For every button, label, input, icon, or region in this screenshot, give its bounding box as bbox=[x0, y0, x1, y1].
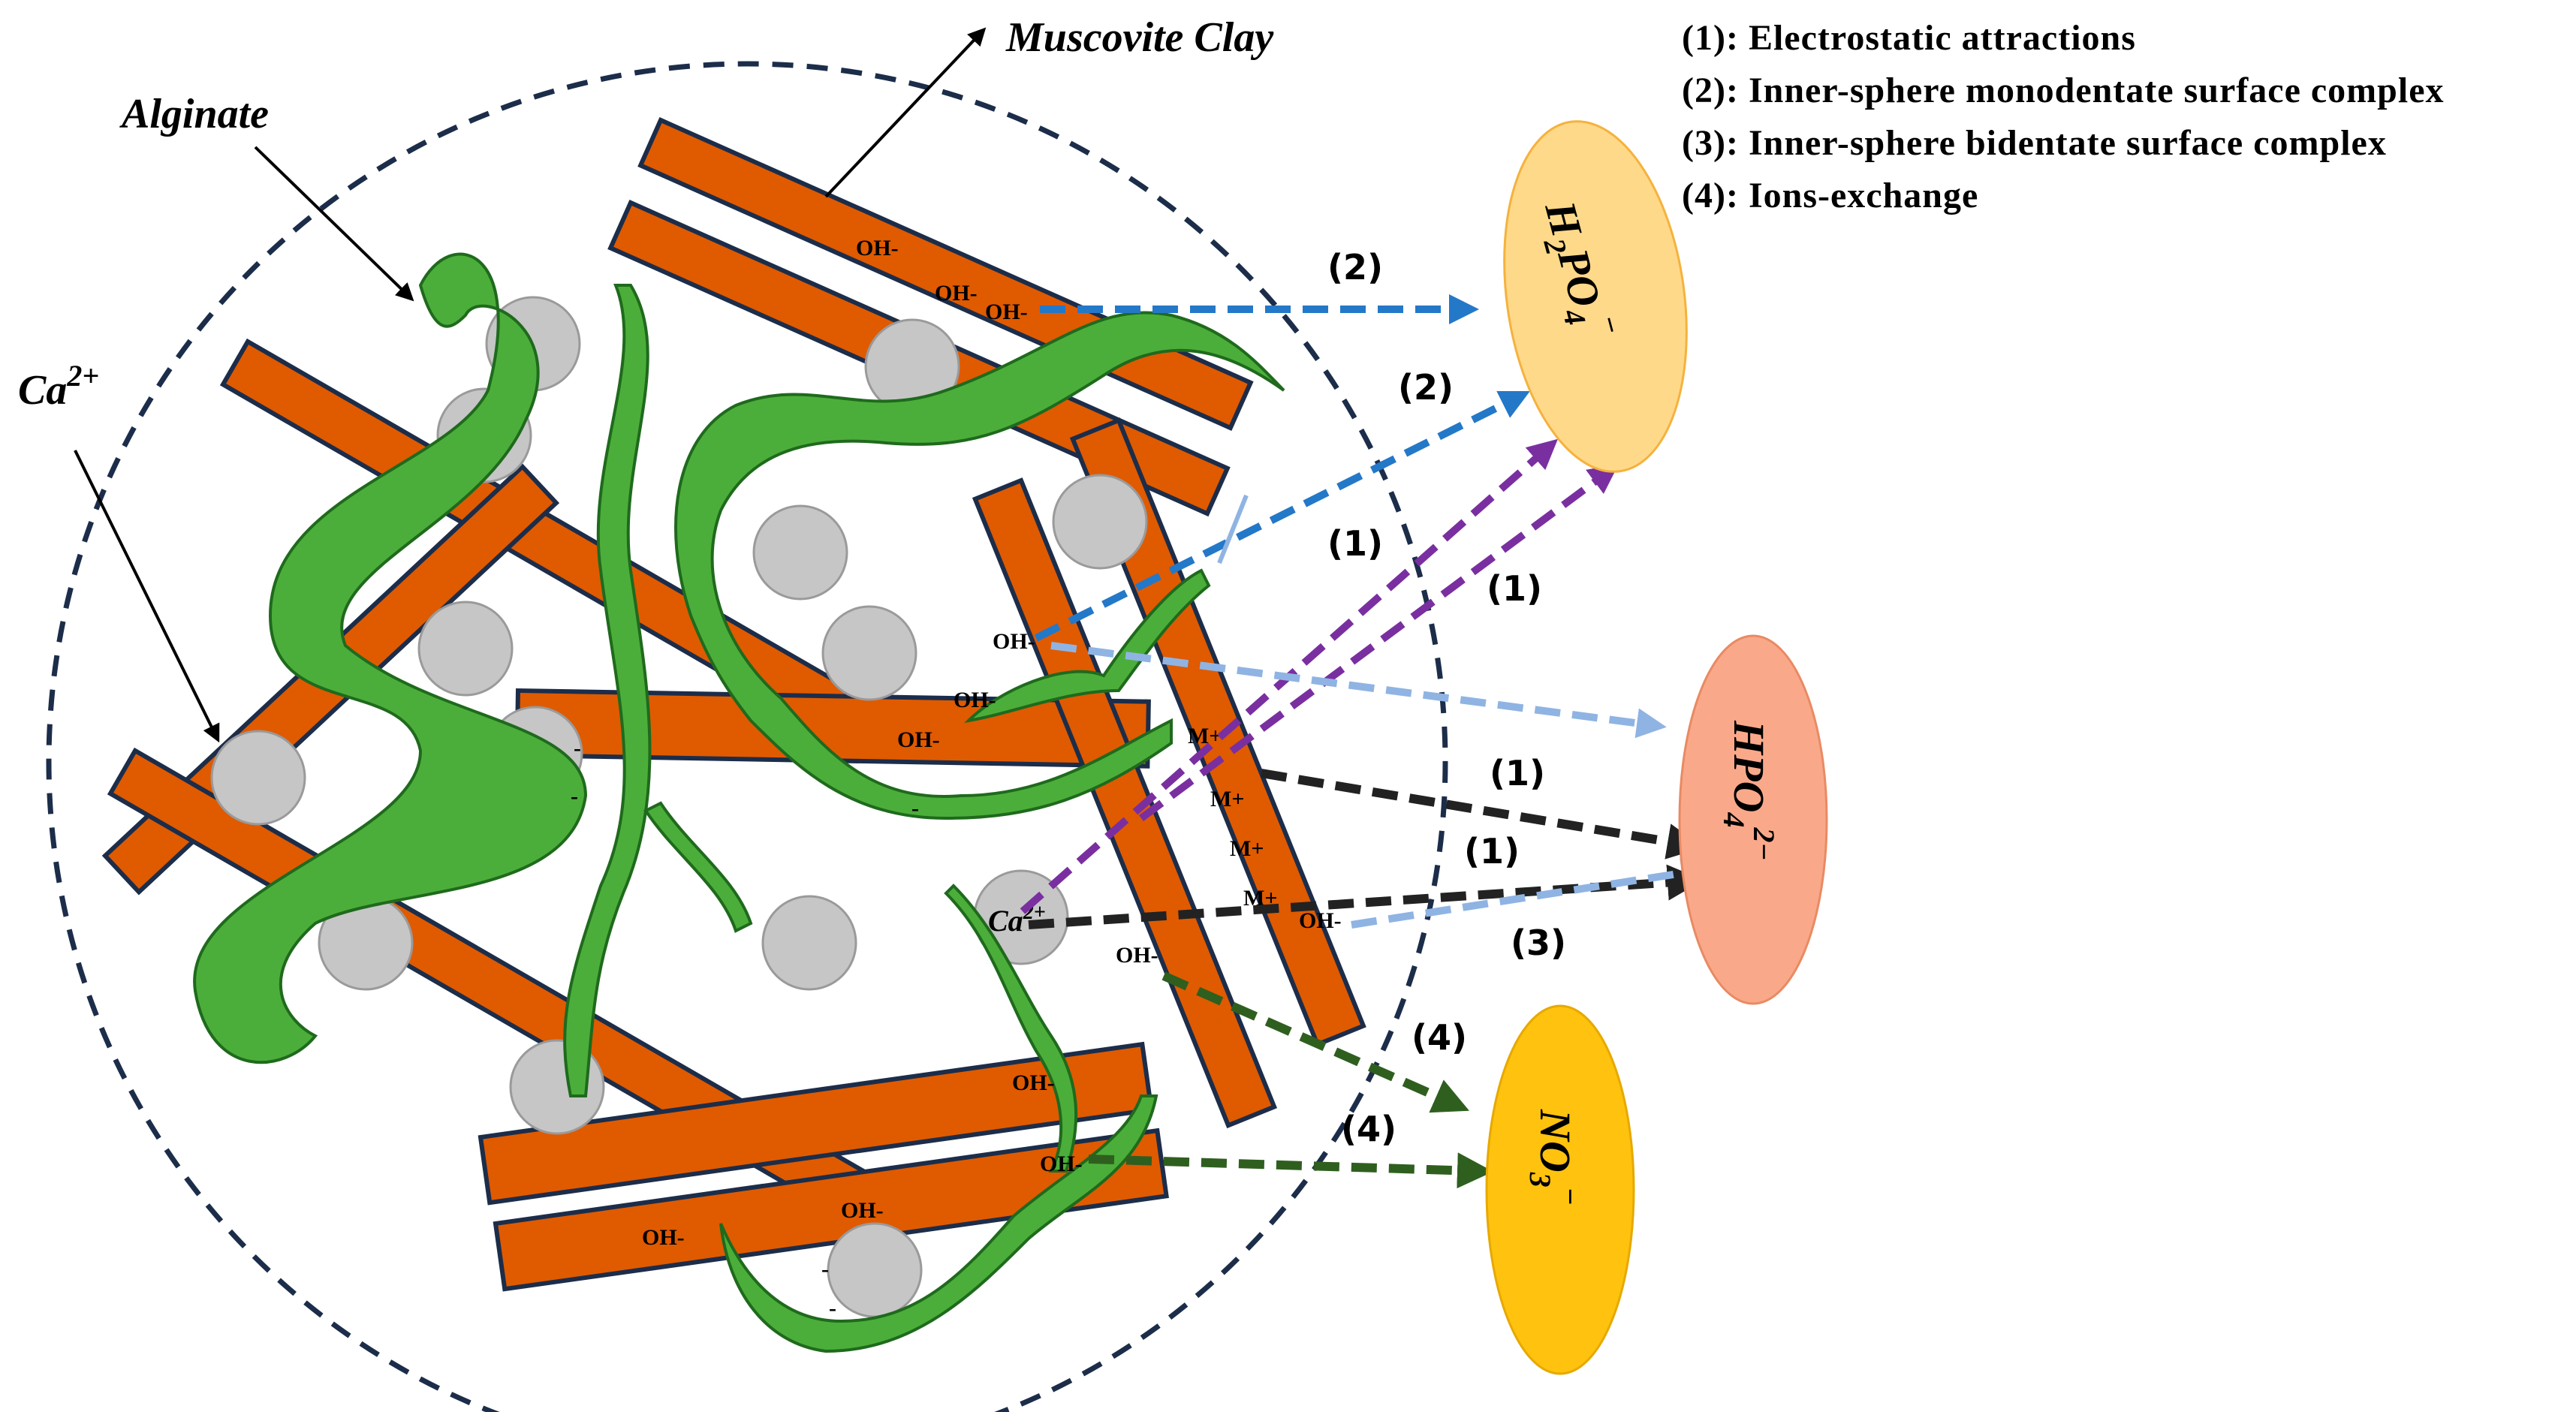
mechanism-number: (2) bbox=[1398, 367, 1454, 408]
hpo4-ellipse bbox=[1678, 634, 1828, 1005]
legend-item-2: (2): Inner-sphere monodentate surface co… bbox=[1682, 71, 2445, 110]
no3-ellipse bbox=[1485, 1004, 1635, 1375]
ca-ball bbox=[210, 730, 306, 826]
minus-label: - bbox=[571, 784, 578, 808]
oh-label: OH- bbox=[985, 300, 1028, 324]
minus-label: - bbox=[829, 1296, 836, 1320]
mechanism-number: (3) bbox=[1511, 923, 1566, 963]
alginate-strand bbox=[944, 884, 1078, 1173]
calcium-label: Ca2+ bbox=[18, 359, 99, 414]
ca-ball bbox=[1052, 474, 1148, 570]
clay-plate bbox=[493, 1127, 1169, 1292]
alginate-label: Alginate bbox=[119, 91, 269, 137]
arrow-monodentate bbox=[1034, 391, 1530, 642]
callouts: Muscovite Clay Alginate Ca2+ bbox=[18, 14, 1274, 743]
mechanism-number: (4) bbox=[1341, 1109, 1396, 1149]
minus-label: - bbox=[911, 796, 919, 820]
alginate-strand bbox=[193, 252, 588, 1064]
mechanism-arrows bbox=[1020, 294, 1712, 1189]
clay-plate bbox=[1069, 417, 1366, 1048]
no3-label: NO3− bbox=[1523, 1109, 1587, 1206]
oh-label: OH- bbox=[897, 727, 940, 752]
arrow-bidentate bbox=[1050, 642, 1667, 739]
oh-label: OH- bbox=[856, 236, 899, 260]
ca-ball bbox=[821, 605, 917, 701]
oh-label: OH- bbox=[993, 629, 1035, 654]
oh-label: OH- bbox=[1012, 1070, 1055, 1095]
arrow-ion-exchange bbox=[1088, 1152, 1493, 1189]
ca-ball bbox=[752, 504, 848, 601]
minus-label: - bbox=[821, 1257, 829, 1281]
mechanism-number: (1) bbox=[1464, 831, 1520, 872]
arrow-electrostatic bbox=[1139, 464, 1619, 822]
oh-label: OH- bbox=[1116, 943, 1158, 968]
mechanism-number: (1) bbox=[1490, 753, 1545, 793]
alginate-strand bbox=[643, 801, 753, 933]
alginate-pointer bbox=[254, 146, 414, 302]
arrow-ion-exchange bbox=[1161, 971, 1469, 1113]
clay-plate bbox=[972, 477, 1278, 1129]
oh-label: OH- bbox=[1299, 908, 1342, 933]
muscovite-pointer bbox=[824, 27, 987, 198]
ion-hpo4: HPO42− bbox=[1678, 634, 1828, 1005]
mechanism-number: (1) bbox=[1487, 568, 1542, 609]
oh-label: OH- bbox=[841, 1198, 884, 1223]
ca-ball bbox=[827, 1222, 923, 1318]
oh-label: OH- bbox=[935, 281, 978, 306]
m-label: M+ bbox=[1210, 787, 1244, 811]
alginate-strand bbox=[964, 568, 1211, 724]
hpo4-label: HPO42− bbox=[1717, 720, 1781, 861]
legend: (1): Electrostatic attractions (2): Inne… bbox=[1682, 18, 2445, 215]
ca-ball bbox=[417, 601, 514, 697]
oh-label: OH- bbox=[954, 688, 996, 712]
mechanism-number: (1) bbox=[1327, 523, 1383, 564]
m-label: M+ bbox=[1230, 836, 1264, 861]
mechanism-number: (2) bbox=[1327, 247, 1383, 288]
oh-label: OH- bbox=[1040, 1152, 1083, 1176]
ion-h2po4: H2PO4− bbox=[1503, 120, 1688, 473]
legend-item-3: (3): Inner-sphere bidentate surface comp… bbox=[1682, 123, 2387, 163]
alginate-strand bbox=[674, 311, 1285, 820]
h2po4-ellipse bbox=[1503, 120, 1688, 473]
muscovite-label: Muscovite Clay bbox=[1005, 14, 1274, 61]
link-line bbox=[1217, 494, 1249, 564]
muscovite-plates bbox=[101, 117, 1366, 1292]
clay-plate bbox=[478, 1041, 1154, 1206]
mechanism-numbers: (2) (2) (1) (1) (1) (1) (3) (4) (4) bbox=[1327, 247, 1566, 1149]
ion-no3: NO3− bbox=[1485, 1004, 1635, 1375]
surface-groups: OH- OH- OH- OH- OH- OH- OH- OH- OH- OH- … bbox=[571, 236, 1342, 1320]
bead-outline bbox=[46, 61, 1448, 1412]
arrow-electrostatic-black bbox=[1261, 769, 1704, 860]
mechanism-number: (4) bbox=[1412, 1017, 1467, 1058]
alginate-strand bbox=[719, 1094, 1158, 1353]
legend-item-1: (1): Electrostatic attractions bbox=[1682, 18, 2136, 58]
m-label: M+ bbox=[1188, 724, 1222, 748]
ca-ball bbox=[761, 895, 857, 991]
arrow-bidentate bbox=[1351, 858, 1712, 929]
alginate-strands bbox=[193, 252, 1285, 1353]
minus-label: - bbox=[574, 736, 581, 760]
alginate-strand bbox=[563, 284, 652, 1097]
calcium-pointer bbox=[74, 450, 220, 743]
legend-item-4: (4): Ions-exchange bbox=[1682, 176, 1978, 215]
oh-label: OH- bbox=[642, 1225, 685, 1250]
